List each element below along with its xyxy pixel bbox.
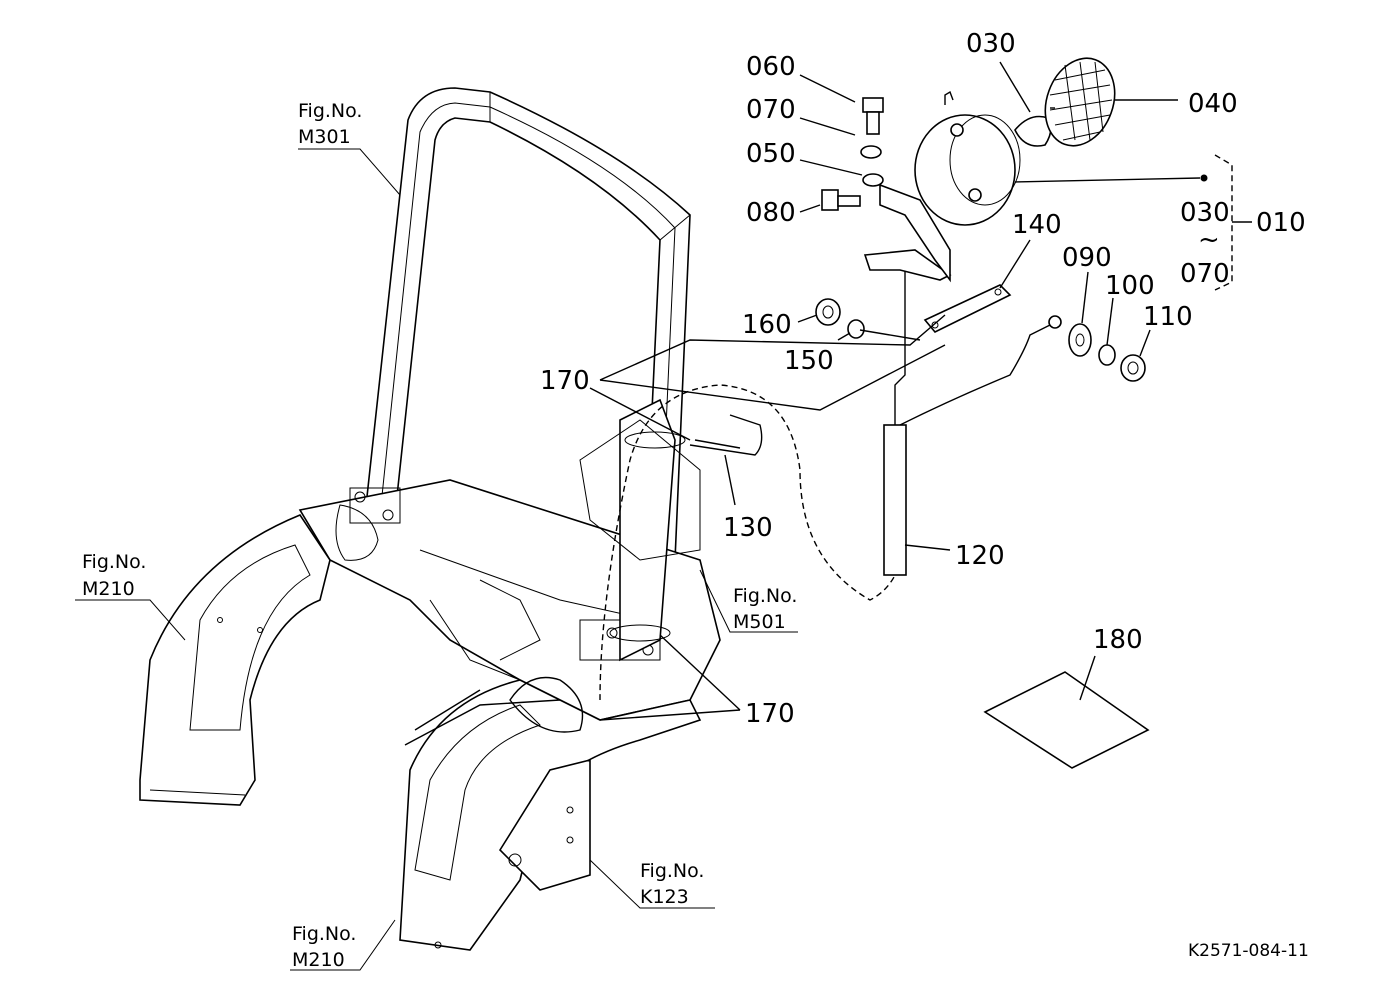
label-050: 050 <box>746 139 796 169</box>
label-090: 090 <box>1062 243 1112 273</box>
label-030: 030 <box>966 29 1016 59</box>
lens-grid <box>1049 61 1113 141</box>
figure-references: Fig.No. M301 Fig.No. M210 Fig.No. M501 F… <box>82 100 797 971</box>
washer-150 <box>847 319 865 339</box>
fig-ref-k123-code: K123 <box>640 886 689 908</box>
wiring-harness <box>404 384 906 746</box>
fig-ref-m301-label: Fig.No. <box>298 100 362 122</box>
label-range-from: 030 <box>1180 198 1230 228</box>
pillar <box>579 398 701 662</box>
lockwasher-100 <box>1098 344 1116 366</box>
fig-ref-k123-label: Fig.No. <box>640 860 704 882</box>
label-010: 010 <box>1256 208 1306 238</box>
label-080: 080 <box>746 198 796 228</box>
label-070: 070 <box>746 95 796 125</box>
fig-ref-m301-code: M301 <box>298 126 351 148</box>
label-150: 150 <box>784 346 834 376</box>
hardware-160 <box>815 298 841 326</box>
label-040: 040 <box>1188 89 1238 119</box>
nut-110 <box>1120 354 1146 382</box>
label-170-upper: 170 <box>540 366 590 396</box>
left-fender <box>139 514 331 806</box>
part-labels: 060 070 050 080 030 040 010 030 ~ 070 14… <box>540 29 1306 729</box>
label-160: 160 <box>742 310 792 340</box>
fig-ref-m501-code: M501 <box>733 611 786 633</box>
harness-cord-120 <box>883 265 1062 576</box>
label-060: 060 <box>746 52 796 82</box>
label-170-lower: 170 <box>745 699 795 729</box>
label-180: 180 <box>1093 625 1143 655</box>
harness-clip-130 <box>689 414 763 456</box>
fig-ref-m210-bottom-label: Fig.No. <box>292 923 356 945</box>
label-120: 120 <box>955 541 1005 571</box>
label-range-to: 070 <box>1180 259 1230 289</box>
lower-housing <box>498 758 591 891</box>
leader-lines <box>75 61 1252 971</box>
fig-ref-m210-bottom-code: M210 <box>292 949 345 971</box>
drawing-code: K2571-084-11 <box>1188 941 1309 961</box>
strap-140 <box>923 284 1012 333</box>
label-100: 100 <box>1105 271 1155 301</box>
fig-ref-m210-left-code: M210 <box>82 578 135 600</box>
label-140: 140 <box>1012 210 1062 240</box>
fig-ref-m210-left-label: Fig.No. <box>82 551 146 573</box>
label-130: 130 <box>723 513 773 543</box>
manual-180 <box>983 671 1150 769</box>
label-110: 110 <box>1143 302 1193 332</box>
label-range-sep: ~ <box>1198 225 1220 255</box>
fig-ref-m501-label: Fig.No. <box>733 585 797 607</box>
washer-090 <box>1068 323 1092 357</box>
lamp-assembly <box>821 57 1116 283</box>
